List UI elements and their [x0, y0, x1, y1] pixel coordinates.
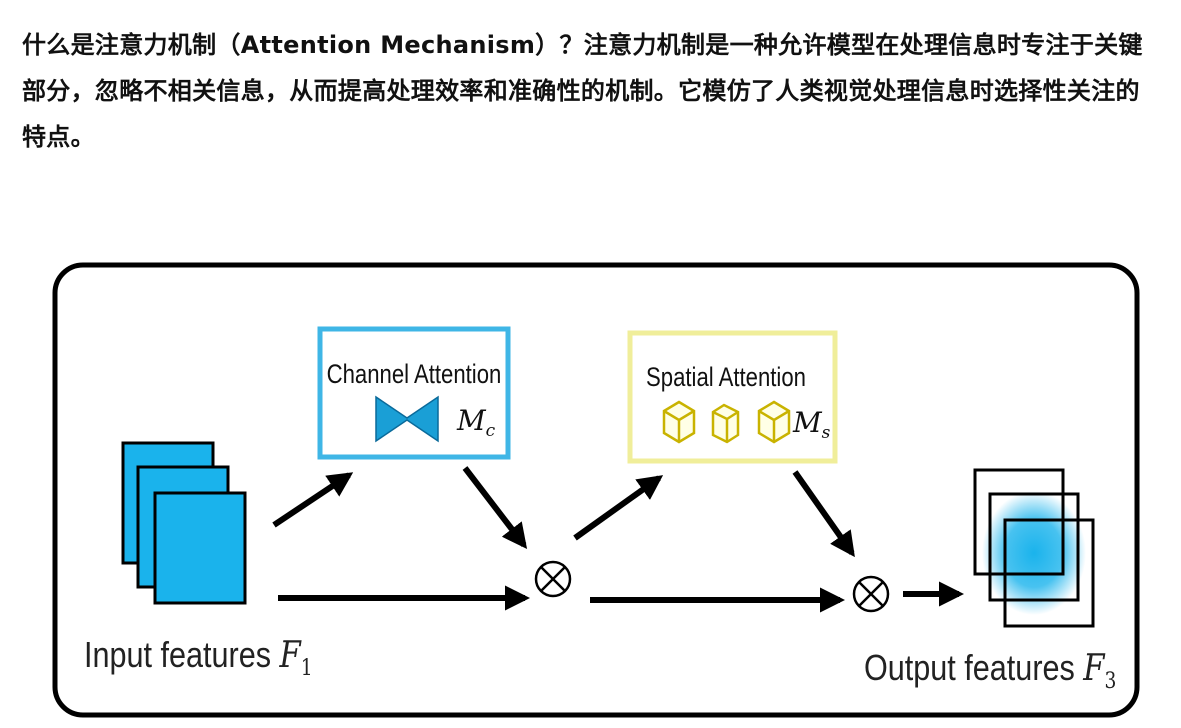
channel-attention-box: Channel Attention Mc	[317, 326, 511, 460]
channel-attention-label: Channel Attention	[327, 360, 502, 390]
bowtie-icon	[375, 395, 439, 443]
arrow-input-to-channel	[272, 472, 354, 528]
intro-paragraph: 什么是注意力机制（Attention Mechanism）？注意力机制是一种允许…	[22, 31, 1143, 151]
spatial-attention-label: Spatial Attention	[646, 363, 806, 393]
multiply-symbol-2	[852, 575, 890, 613]
output-features-label: Output features F3	[864, 647, 1116, 694]
input-feature-stack	[121, 441, 247, 605]
channel-symbol: Mc	[456, 404, 496, 441]
arrow-multiply-to-spatial	[573, 475, 664, 541]
cube-icon	[757, 400, 791, 444]
arrow-channel-to-multiply	[462, 466, 528, 550]
cube-icon	[711, 403, 740, 444]
diagram-frame	[52, 262, 1140, 718]
multiply-symbol-1	[534, 560, 572, 598]
arrow-spatial-to-multiply	[792, 470, 855, 558]
spatial-symbol: Ms	[792, 406, 831, 443]
output-feature-stack	[973, 468, 1095, 628]
input-features-label: Input features F1	[84, 634, 313, 681]
spatial-attention-box: Spatial Attention Ms	[627, 330, 838, 464]
cube-icon	[662, 400, 696, 444]
